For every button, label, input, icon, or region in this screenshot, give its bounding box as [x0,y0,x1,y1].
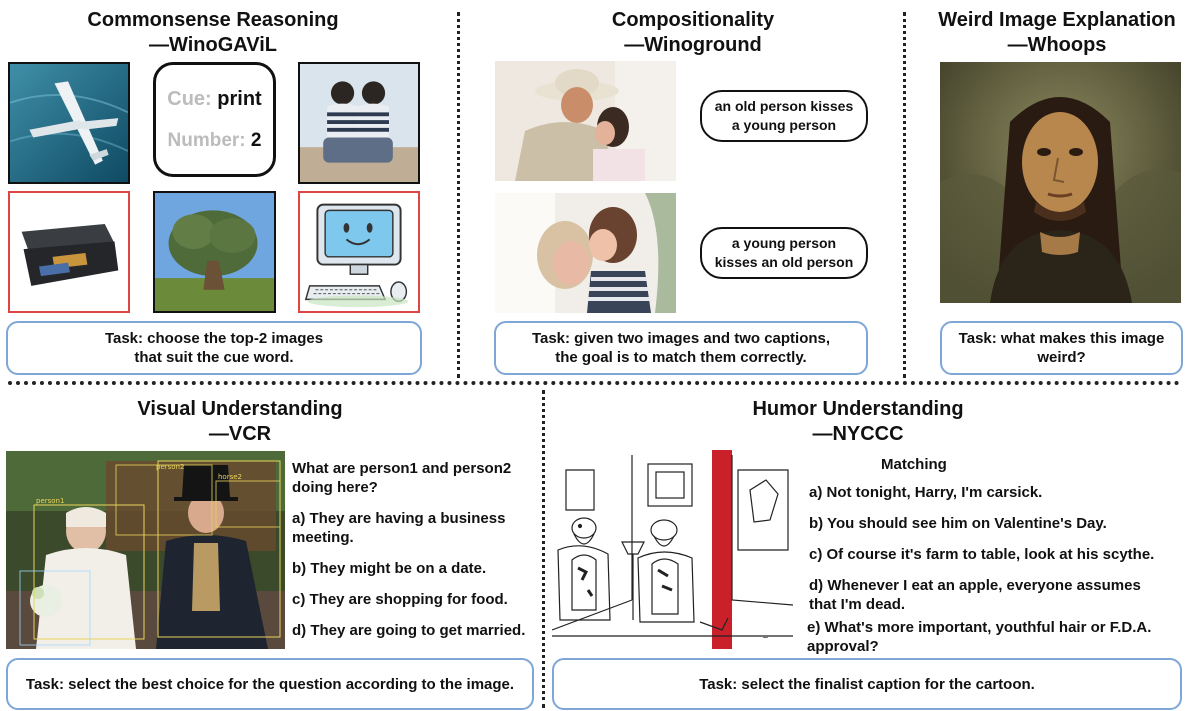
nyccc-option-d[interactable]: d) Whenever I eat an apple, everyone ass… [809,577,1141,613]
nyccc-option-b[interactable]: b) You should see him on Valentine's Day… [809,515,1107,532]
scanner-image[interactable] [8,191,130,313]
cue-card: Cue: print Number: 2 [153,62,276,177]
caption-2[interactable]: a young person kisses an old person [700,227,868,279]
divider-top-left [457,12,460,378]
box-label-person1: person1 [36,497,64,505]
number-value: 2 [250,129,262,151]
movie-scene-image[interactable]: person1 horse2 person2 [6,451,285,649]
winoground-task: Task: given two images and two captions,… [494,321,868,375]
airplane-image[interactable] [8,62,130,184]
vcr-option-b[interactable]: b) They might be on a date. [292,560,487,577]
olive-tree-image[interactable] [153,191,276,313]
whoops-title: Weird Image Explanation —Whoops [938,9,1176,56]
nyccc-captions: Matching a) Not tonight, Harry, I'm cars… [807,455,1181,663]
nyccc-option-c[interactable]: c) Of course it's farm to table, look at… [809,546,1155,563]
box-label-horse: horse2 [218,473,242,481]
cow-cartoon-image[interactable]: ~ [552,450,793,649]
computer-cartoon-image[interactable] [298,191,420,313]
divider-bottom [542,390,545,708]
nyccc-heading: Matching [881,456,947,473]
old-kisses-young-photo[interactable] [495,61,676,181]
box-label-person2: person2 [156,463,184,471]
cue-label: Cue: [167,87,212,110]
nyccc-option-a[interactable]: a) Not tonight, Harry, I'm carsick. [809,484,1043,501]
svg-text:~: ~ [762,633,769,642]
vcr-option-c[interactable]: c) They are shopping for food. [292,591,508,608]
young-kisses-old-photo[interactable] [495,193,676,313]
vcr-option-d[interactable]: d) They are going to get married. [292,622,526,639]
winogavil-title: Commonsense Reasoning —WinoGAViL [87,9,339,56]
winoground-title: Compositionality —Winoground [611,9,775,56]
vcr-title: Visual Understanding —VCR [137,398,343,445]
children-image[interactable] [298,62,420,184]
nyccc-task: Task: select the finalist caption for th… [552,658,1182,710]
mona-lisa-man-image[interactable] [940,62,1181,303]
nyccc-title: Humor Understanding —NYCCC [752,398,964,445]
cue-value: print [217,87,262,110]
divider-top-right [903,12,906,378]
nyccc-option-e[interactable]: e) What's more important, youthful hair … [807,619,1152,655]
vcr-task: Task: select the best choice for the que… [6,658,534,710]
number-label: Number: [167,129,246,151]
divider-horizontal [8,381,1180,385]
caption-1[interactable]: an old person kisses a young person [700,90,868,142]
